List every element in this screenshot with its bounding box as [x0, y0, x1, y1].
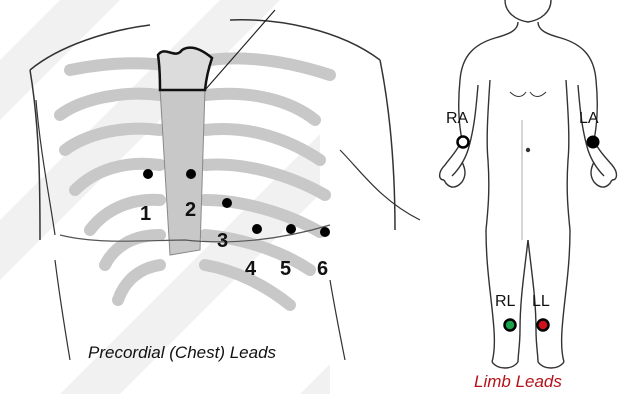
body-figure [440, 0, 617, 368]
v2-number: 2 [185, 199, 196, 222]
limb-electrodes [458, 136, 600, 331]
v6-number: 6 [317, 258, 328, 281]
precordial-caption: Precordial (Chest) Leads [88, 343, 276, 363]
electrode-la [587, 136, 599, 148]
electrode-ra [458, 137, 469, 148]
v4-number: 4 [245, 258, 256, 281]
v5-number: 5 [280, 258, 291, 281]
electrode-v4 [252, 224, 262, 234]
v1-number: 1 [140, 203, 151, 226]
limb-caption: Limb Leads [474, 372, 562, 392]
electrode-v2 [186, 169, 196, 179]
electrode-rl [505, 320, 516, 331]
rib-cage-illustration [30, 10, 420, 360]
rl-label: RL [495, 293, 515, 311]
electrode-v3 [222, 198, 232, 208]
v3-number: 3 [217, 230, 228, 253]
lower-torso-left [330, 280, 345, 360]
manubrium [158, 48, 212, 90]
electrode-v5 [286, 224, 296, 234]
electrode-v1 [143, 169, 153, 179]
shoulder-line-left [340, 150, 420, 220]
ll-label: LL [532, 293, 550, 311]
lower-torso-right [55, 260, 70, 360]
electrode-ll [538, 320, 549, 331]
ra-label: RA [446, 110, 468, 128]
la-label: LA [579, 110, 599, 128]
electrode-v6 [320, 227, 330, 237]
sternum [160, 88, 205, 255]
